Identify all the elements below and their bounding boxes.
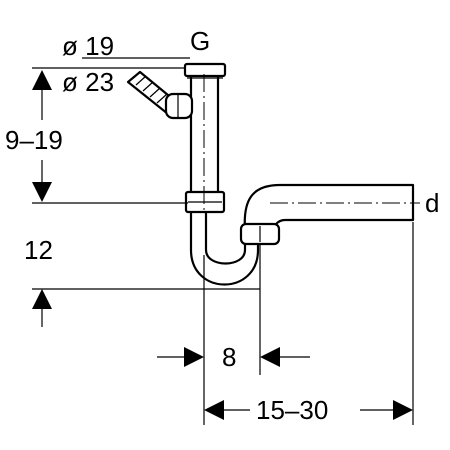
label-diameter-23: ø 23 xyxy=(62,67,114,97)
label-thread: G xyxy=(190,26,210,56)
trap-depth-arrow xyxy=(32,289,52,327)
top-nut xyxy=(183,62,227,78)
label-outlet: d xyxy=(425,188,439,218)
label-trap-depth: 12 xyxy=(24,235,53,265)
label-horizontal-range: 15–30 xyxy=(256,395,328,425)
height-dimension xyxy=(32,70,52,202)
hose-connector xyxy=(126,70,194,120)
horizontal-range-dimension xyxy=(204,400,413,420)
label-height-range: 9–19 xyxy=(5,125,63,155)
seal-offset-dimension xyxy=(157,347,310,367)
u-bend xyxy=(189,208,260,286)
label-diameter-19: ø 19 xyxy=(62,31,114,61)
label-seal-offset: 8 xyxy=(222,342,236,372)
siphon-trap xyxy=(126,62,415,286)
